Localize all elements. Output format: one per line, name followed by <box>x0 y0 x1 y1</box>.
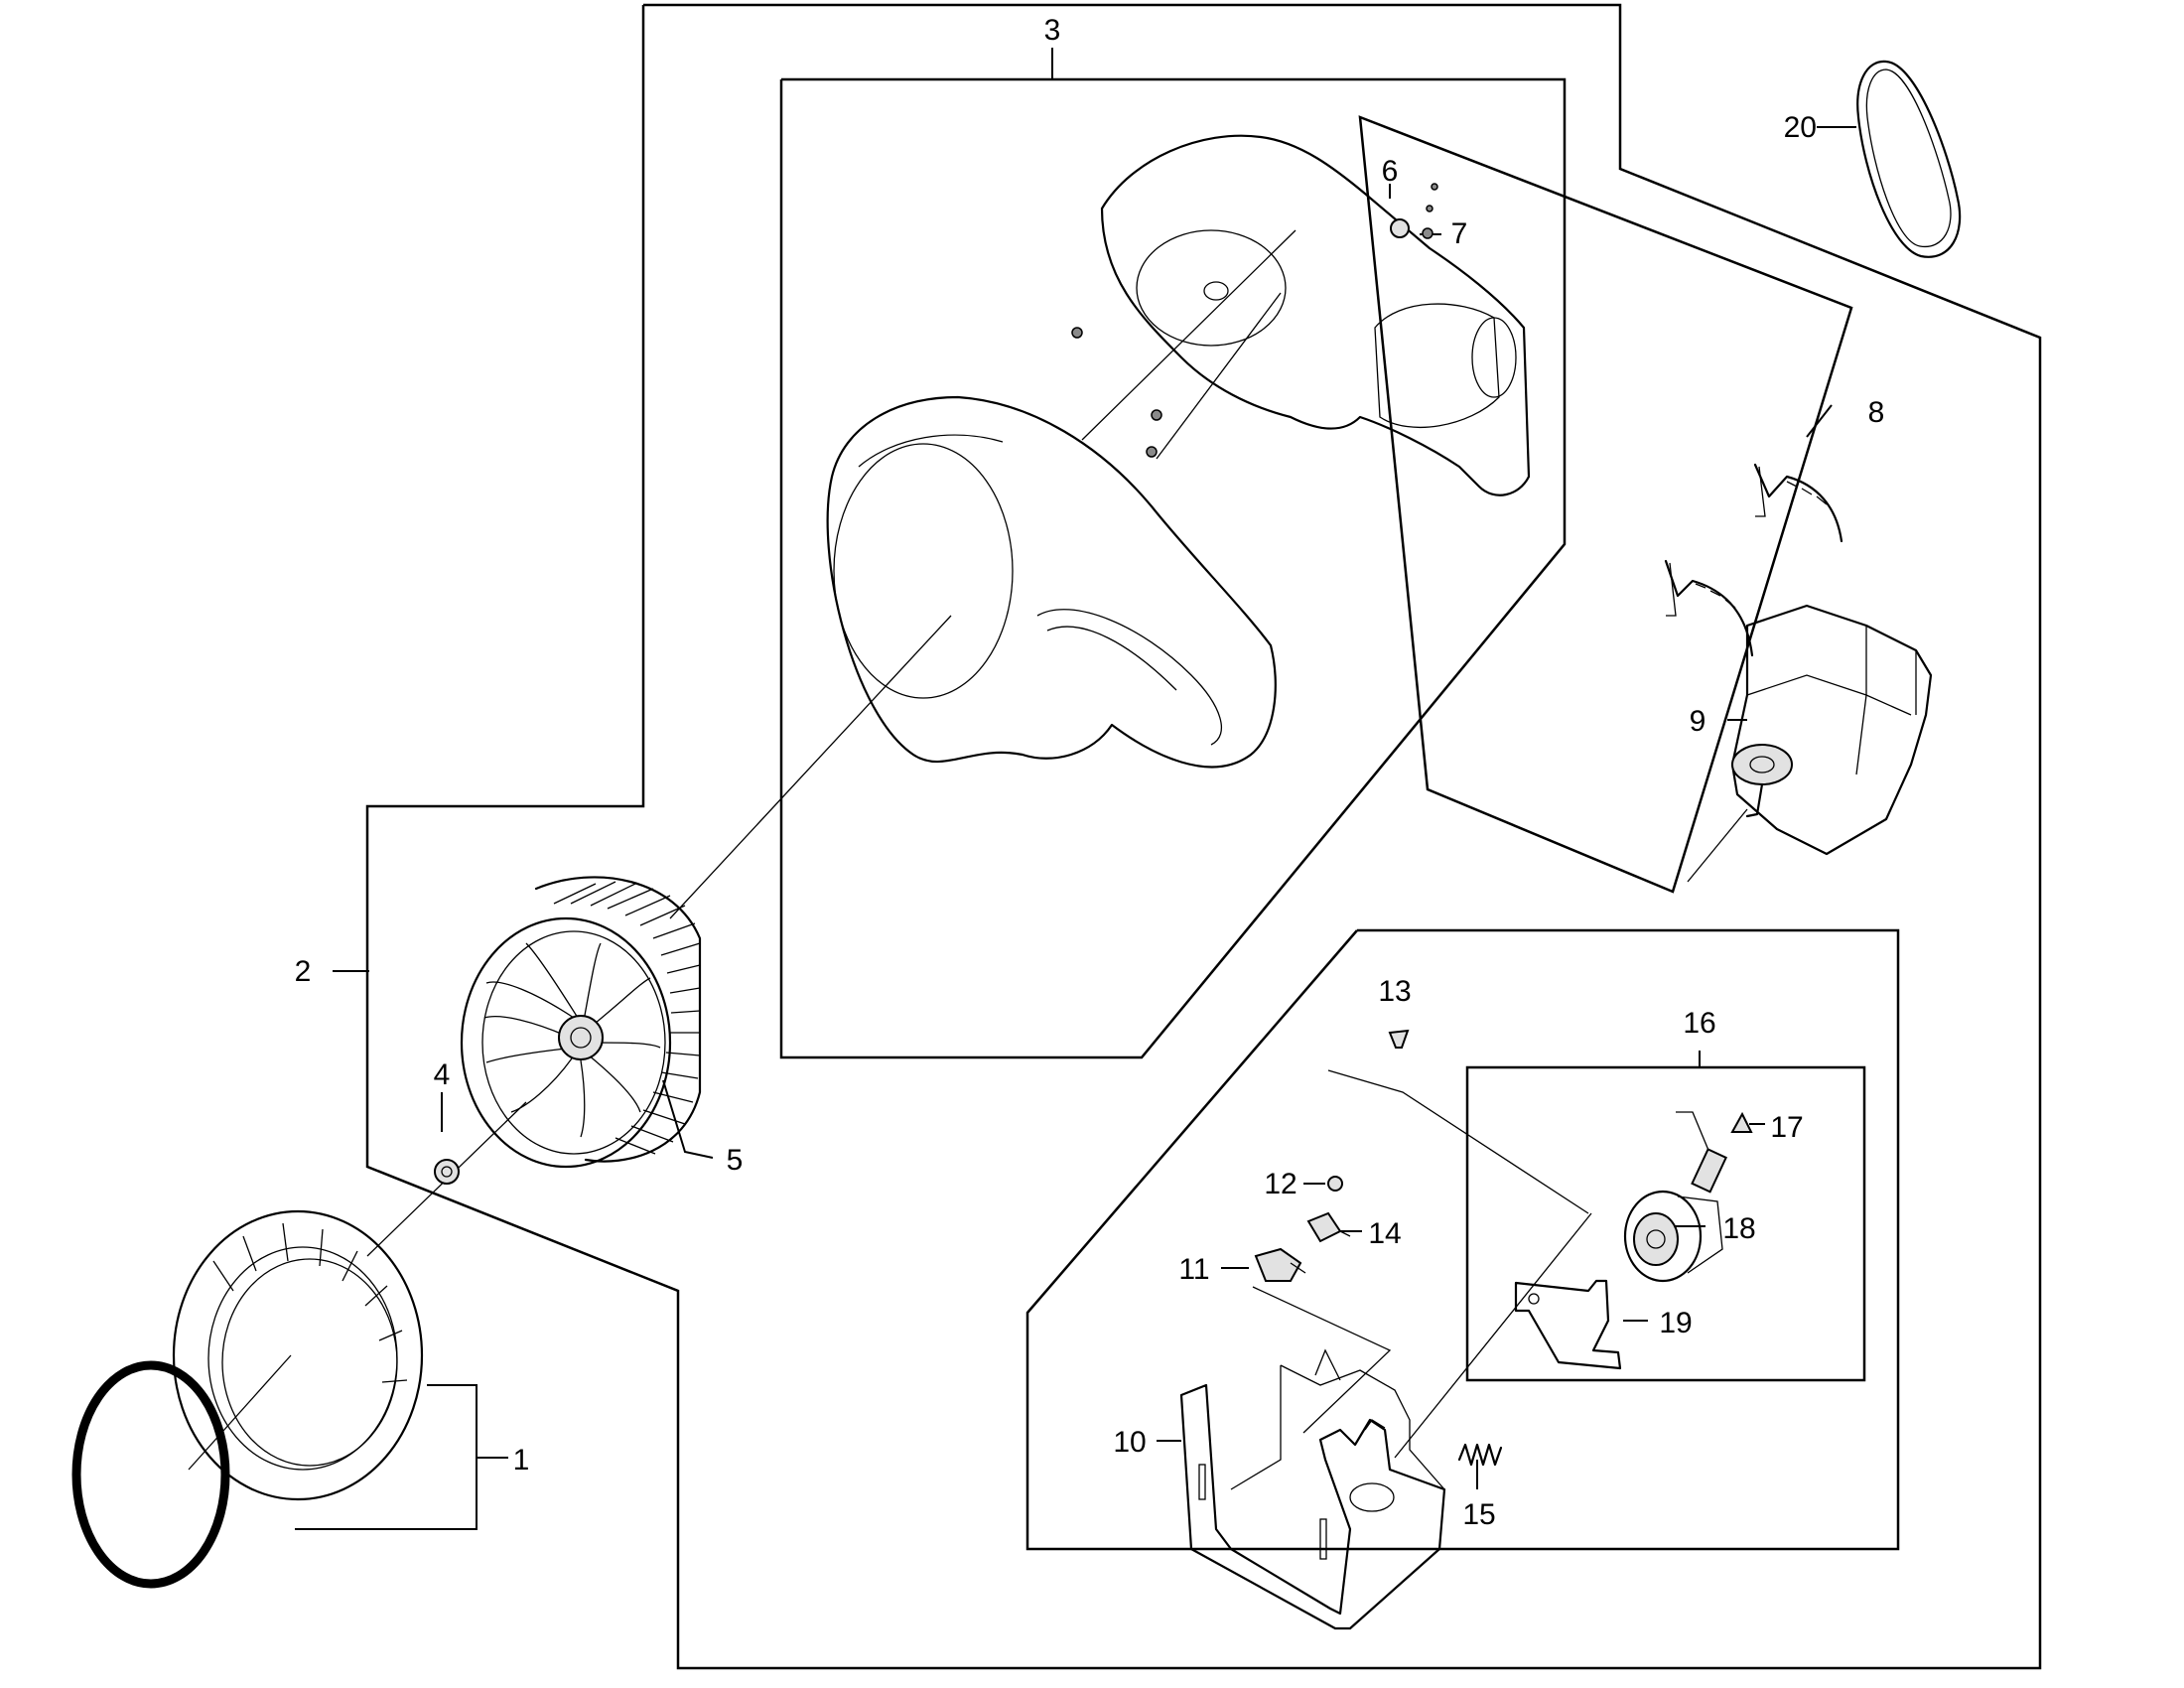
idler-subframe <box>1465 1065 1866 1382</box>
idler-spring-icon <box>1457 1443 1503 1467</box>
assembly-2-frame <box>365 3 2042 1670</box>
callout-5: 5 <box>727 1144 744 1177</box>
callout-13: 13 <box>1378 975 1411 1008</box>
motor-clamp-icon <box>1664 463 1843 657</box>
callout-19: 19 <box>1659 1307 1692 1339</box>
callout-labels: 3 20 6 7 8 9 2 4 5 1 13 16 17 12 14 18 1… <box>295 14 1885 1531</box>
motor-frame <box>1358 115 1853 894</box>
callout-10: 10 <box>1113 1426 1146 1459</box>
duct-cover-icon <box>1071 134 1531 496</box>
callout-3: 3 <box>1044 14 1061 47</box>
callout-8: 8 <box>1868 396 1885 429</box>
callout-20: 20 <box>1784 111 1817 144</box>
duct-housing-icon <box>826 395 1277 769</box>
callout-17: 17 <box>1770 1111 1803 1144</box>
leader-lines <box>188 48 1856 1530</box>
bracket-frame <box>1025 928 1900 1551</box>
callout-14: 14 <box>1368 1217 1401 1250</box>
callout-2: 2 <box>295 955 312 988</box>
assembly-3-frame <box>779 77 1567 1059</box>
callout-6: 6 <box>1382 155 1399 188</box>
drive-belt-icon <box>1856 60 1962 258</box>
callout-9: 9 <box>1690 705 1706 738</box>
callout-18: 18 <box>1722 1212 1755 1245</box>
motor-bracket-icon <box>1179 1348 1446 1630</box>
idler-pulley-icon <box>1514 1111 1753 1370</box>
callout-16: 16 <box>1683 1007 1715 1040</box>
callout-11: 11 <box>1178 1253 1209 1286</box>
switch-parts-icon <box>1254 1176 1351 1282</box>
callout-4: 4 <box>434 1058 451 1091</box>
blower-impeller-icon <box>460 876 702 1169</box>
seal-ring-icon <box>71 1360 230 1589</box>
callout-12: 12 <box>1264 1168 1297 1200</box>
callout-1: 1 <box>513 1444 530 1477</box>
drum-ring-icon <box>172 1209 424 1501</box>
drive-motor-icon <box>1730 604 1933 856</box>
callout-15: 15 <box>1462 1498 1495 1531</box>
nut-icon <box>434 1159 460 1185</box>
screw-13-icon <box>1388 1029 1410 1049</box>
callout-7: 7 <box>1451 217 1468 250</box>
